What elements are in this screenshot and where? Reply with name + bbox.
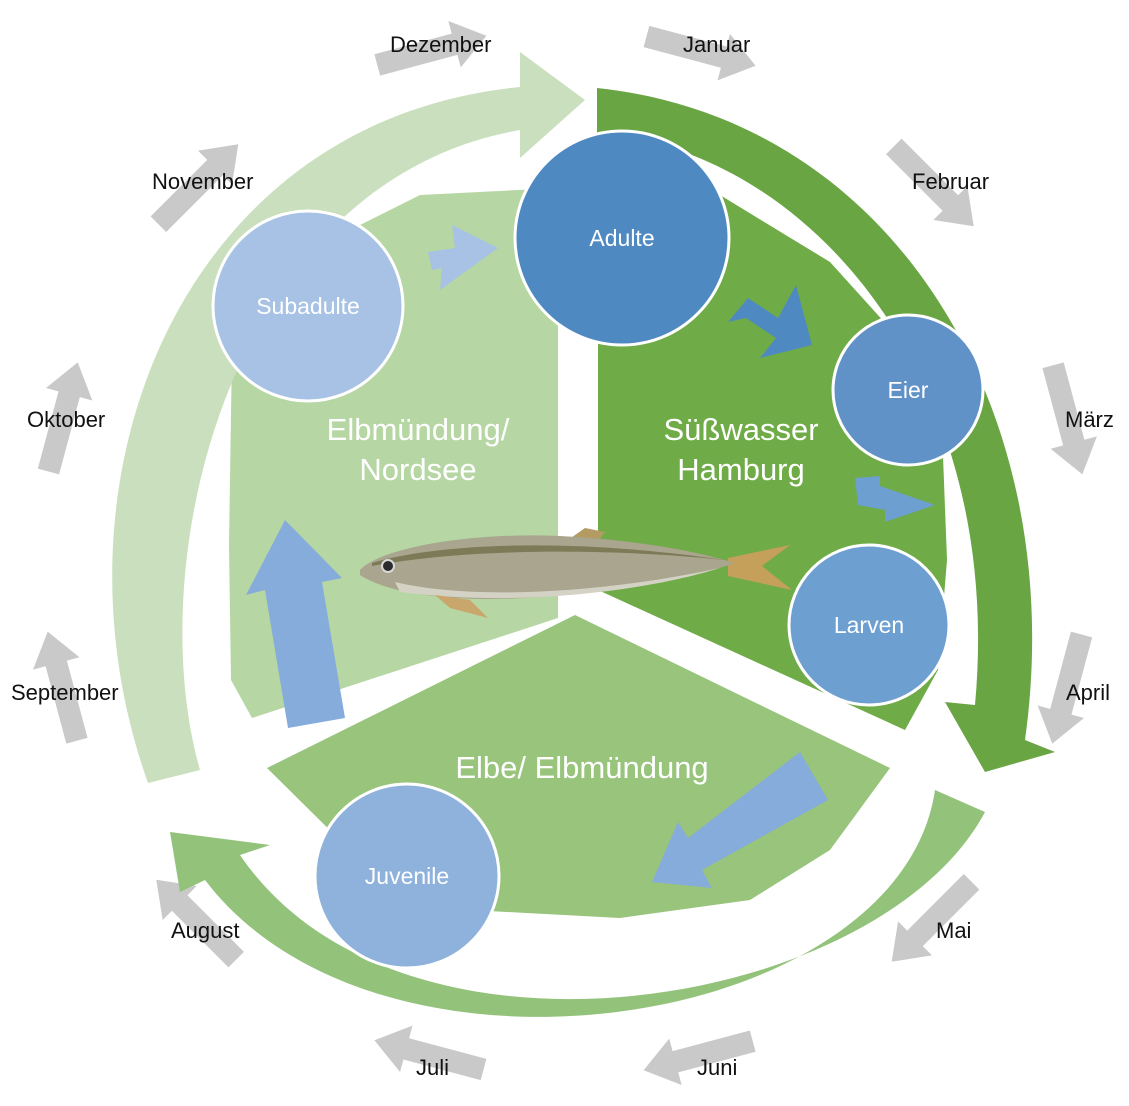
month-arrow-august-september (156, 879, 244, 968)
month-arrow-jan-feb (643, 25, 756, 81)
zone-label-elbe-elbmuendung: Elbe/ Elbmündung (455, 750, 708, 785)
month-arrow-november-dezember (150, 144, 239, 232)
stage-circle-subadulte (211, 209, 405, 403)
month-arrow-ring (33, 21, 1097, 1085)
stage-label-adulte: Adulte (589, 225, 654, 251)
month-arrow-maerz-april (1042, 362, 1097, 475)
zone-label-nordsee-line2: Nordsee (359, 452, 476, 487)
stage-circle-juvenile (313, 782, 501, 970)
stage-label-larven: Larven (834, 612, 904, 638)
stage-circle-adulte (513, 129, 731, 347)
life-stage-circles (211, 129, 985, 970)
flow-arrow-larven-to-juvenile (652, 752, 828, 888)
month-label-august: August (171, 918, 240, 943)
flow-arrow-subadulte-to-adulte (428, 225, 498, 290)
fish-pectoral-fin (435, 595, 488, 618)
month-label-november: November (152, 169, 253, 194)
month-arrow-dezember-januar (374, 21, 487, 76)
month-label-dezember: Dezember (390, 32, 491, 57)
smelt-fish-image (360, 528, 792, 618)
fish-back-stripe (372, 545, 725, 566)
stage-circle-larven (787, 543, 951, 707)
month-label-mai: Mai (936, 918, 971, 943)
fish-eye (381, 559, 395, 573)
zone-labels: Elbmündung/ Nordsee Süßwasser Hamburg El… (327, 412, 819, 785)
flow-arrow-adulte-to-eier (728, 285, 812, 358)
flow-arrow-eier-to-larven (855, 476, 935, 522)
month-label-januar: Januar (683, 32, 750, 57)
stage-label-juvenile: Juvenile (365, 863, 449, 889)
month-arrow-september-oktober (33, 631, 88, 744)
stage-label-subadulte: Subadulte (256, 293, 360, 319)
month-label-april: April (1066, 680, 1110, 705)
zone-label-elbmuendung-line1: Elbmündung/ (327, 412, 510, 447)
month-label-juni: Juni (697, 1055, 737, 1080)
month-label-juli: Juli (416, 1055, 449, 1080)
month-label-oktober: Oktober (27, 407, 105, 432)
stage-label-eier: Eier (888, 377, 929, 403)
zone-label-hamburg-line2: Hamburg (677, 452, 805, 487)
month-arrow-oktober-november (37, 362, 93, 475)
month-label-september: September (11, 680, 119, 705)
month-arrow-juni-juli (643, 1030, 756, 1085)
stage-circle-eier (831, 313, 985, 467)
life-stage-labels: Adulte Eier Larven Juvenile Subadulte (256, 225, 929, 889)
month-arrow-juli-august (374, 1025, 487, 1081)
month-arrow-mai-juni (891, 874, 980, 962)
month-labels: Januar Februar März April Mai Juni Juli … (11, 32, 1114, 1080)
flow-arrow-juvenile-to-subadulte (246, 520, 345, 728)
month-label-februar: Februar (912, 169, 989, 194)
month-arrow-feb-maerz (886, 138, 974, 227)
zone-label-suesswasser-line1: Süßwasser (663, 412, 818, 447)
month-arrow-april-mai (1037, 631, 1093, 744)
ring-arrow-nordsee-season (112, 52, 585, 783)
month-label-maerz: März (1065, 407, 1114, 432)
fish-tail-fin (728, 545, 792, 590)
fish-belly (395, 568, 720, 599)
stage-flow-arrows (246, 225, 935, 888)
